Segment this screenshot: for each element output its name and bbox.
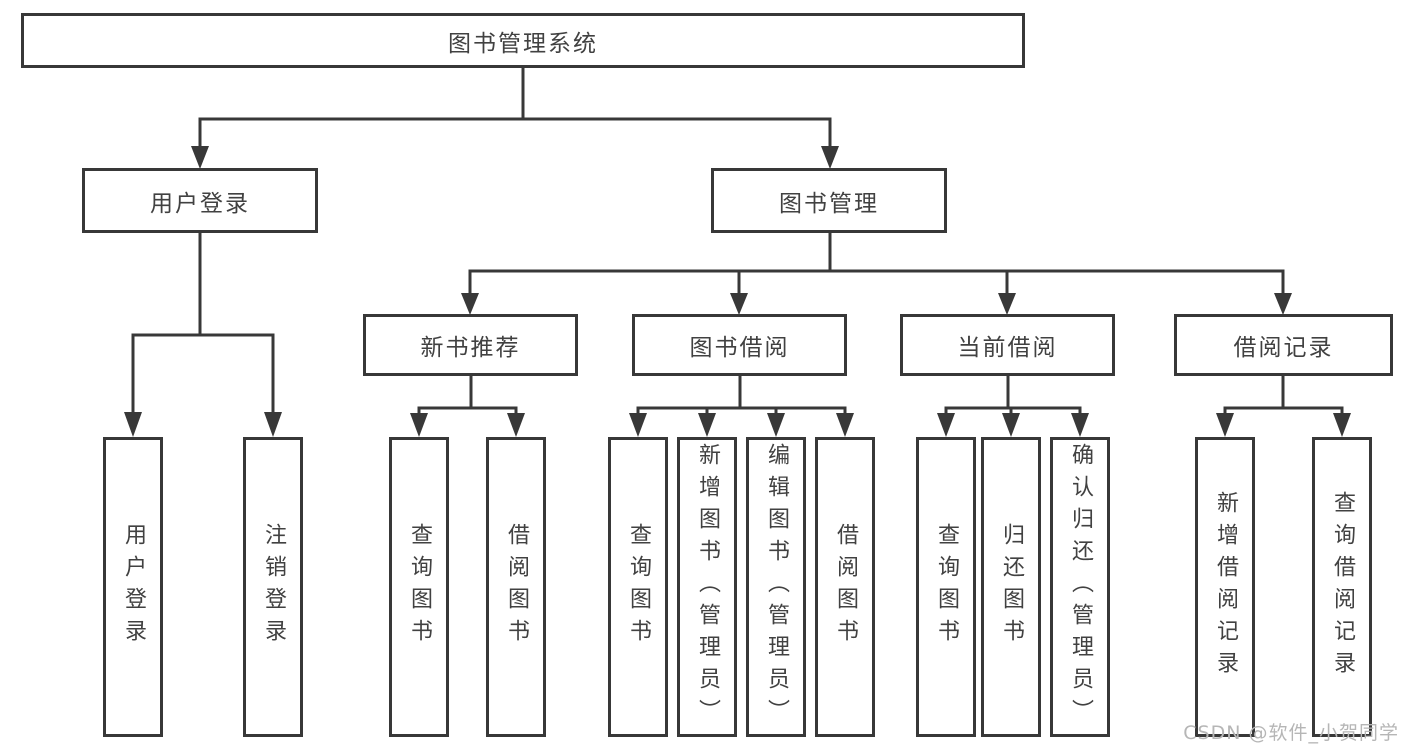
arrowhead-icon	[507, 413, 525, 437]
leaf-return-book: 归还图书	[981, 437, 1041, 737]
leaf-add-borrow-record: 新增借阅记录	[1195, 437, 1255, 737]
node-current-borrowing: 当前借阅	[900, 314, 1115, 376]
leaf-query-books-recommend: 查询图书	[389, 437, 449, 737]
arrowhead-icon	[124, 412, 142, 437]
leaf-borrow-books-recommend: 借阅图书	[486, 437, 546, 737]
node-book-borrowing: 图书借阅	[632, 314, 847, 376]
leaf-confirm-return-admin-label: 确认归还（管理员）	[1068, 443, 1093, 731]
leaf-query-books-borrowing-label: 查询图书	[626, 523, 651, 651]
node-root: 图书管理系统	[21, 13, 1025, 68]
arrowhead-icon	[264, 412, 282, 437]
connector-root	[191, 68, 839, 169]
leaf-query-borrow-record-label: 查询借阅记录	[1330, 491, 1355, 683]
leaf-confirm-return-admin: 确认归还（管理员）	[1050, 437, 1110, 737]
connector-new-book-recommend	[410, 376, 525, 437]
connector-book-borrowing	[629, 376, 854, 437]
leaf-return-book-label: 归还图书	[999, 523, 1024, 651]
arrowhead-icon	[836, 413, 854, 437]
node-new-book-recommend: 新书推荐	[363, 314, 578, 376]
arrowhead-icon	[730, 293, 748, 315]
leaf-add-borrow-record-label: 新增借阅记录	[1213, 491, 1238, 683]
arrowhead-icon	[998, 293, 1016, 315]
node-user-login: 用户登录	[82, 168, 318, 233]
leaf-user-login-label: 用户登录	[121, 523, 146, 651]
leaf-edit-book-admin: 编辑图书（管理员）	[746, 437, 806, 737]
node-user-login-label: 用户登录	[150, 190, 250, 217]
leaf-edit-book-admin-label: 编辑图书（管理员）	[764, 443, 789, 731]
arrowhead-icon	[1333, 413, 1351, 437]
arrowhead-icon	[1216, 413, 1234, 437]
leaf-user-login: 用户登录	[103, 437, 163, 737]
node-book-management: 图书管理	[711, 168, 947, 233]
arrowhead-icon	[1071, 413, 1089, 437]
arrowhead-icon	[191, 146, 209, 169]
arrowhead-icon	[1274, 293, 1292, 315]
watermark: CSDN @软件_小贺同学	[1183, 722, 1399, 744]
node-borrowing-records: 借阅记录	[1174, 314, 1393, 376]
leaf-add-book-admin-label: 新增图书（管理员）	[695, 443, 720, 731]
node-book-management-label: 图书管理	[779, 190, 879, 217]
leaf-query-books-current: 查询图书	[916, 437, 976, 737]
leaf-borrow-books: 借阅图书	[815, 437, 875, 737]
leaf-borrow-books-label: 借阅图书	[833, 523, 858, 651]
arrowhead-icon	[937, 413, 955, 437]
arrowhead-icon	[410, 413, 428, 437]
leaf-query-books-borrowing: 查询图书	[608, 437, 668, 737]
leaf-query-books-recommend-label: 查询图书	[407, 523, 432, 651]
leaf-add-book-admin: 新增图书（管理员）	[677, 437, 737, 737]
leaf-query-books-current-label: 查询图书	[934, 523, 959, 651]
node-borrowing-records-label: 借阅记录	[1233, 335, 1334, 361]
node-root-label: 图书管理系统	[448, 30, 598, 57]
leaf-logout-label: 注销登录	[261, 523, 286, 651]
connector-borrowing-records	[1216, 376, 1351, 437]
leaf-query-borrow-record: 查询借阅记录	[1312, 437, 1372, 737]
leaf-borrow-books-recommend-label: 借阅图书	[504, 523, 529, 651]
arrowhead-icon	[1002, 413, 1020, 437]
arrowhead-icon	[629, 413, 647, 437]
leaf-logout: 注销登录	[243, 437, 303, 737]
arrowhead-icon	[698, 413, 716, 437]
node-new-book-recommend-label: 新书推荐	[420, 335, 521, 361]
node-current-borrowing-label: 当前借阅	[957, 335, 1058, 361]
node-book-borrowing-label: 图书借阅	[689, 335, 790, 361]
arrowhead-icon	[821, 146, 839, 169]
arrowhead-icon	[767, 413, 785, 437]
connector-user-login	[124, 232, 282, 437]
connector-book-management	[461, 232, 1292, 315]
arrowhead-icon	[461, 293, 479, 315]
connector-current-borrowing	[937, 376, 1089, 437]
